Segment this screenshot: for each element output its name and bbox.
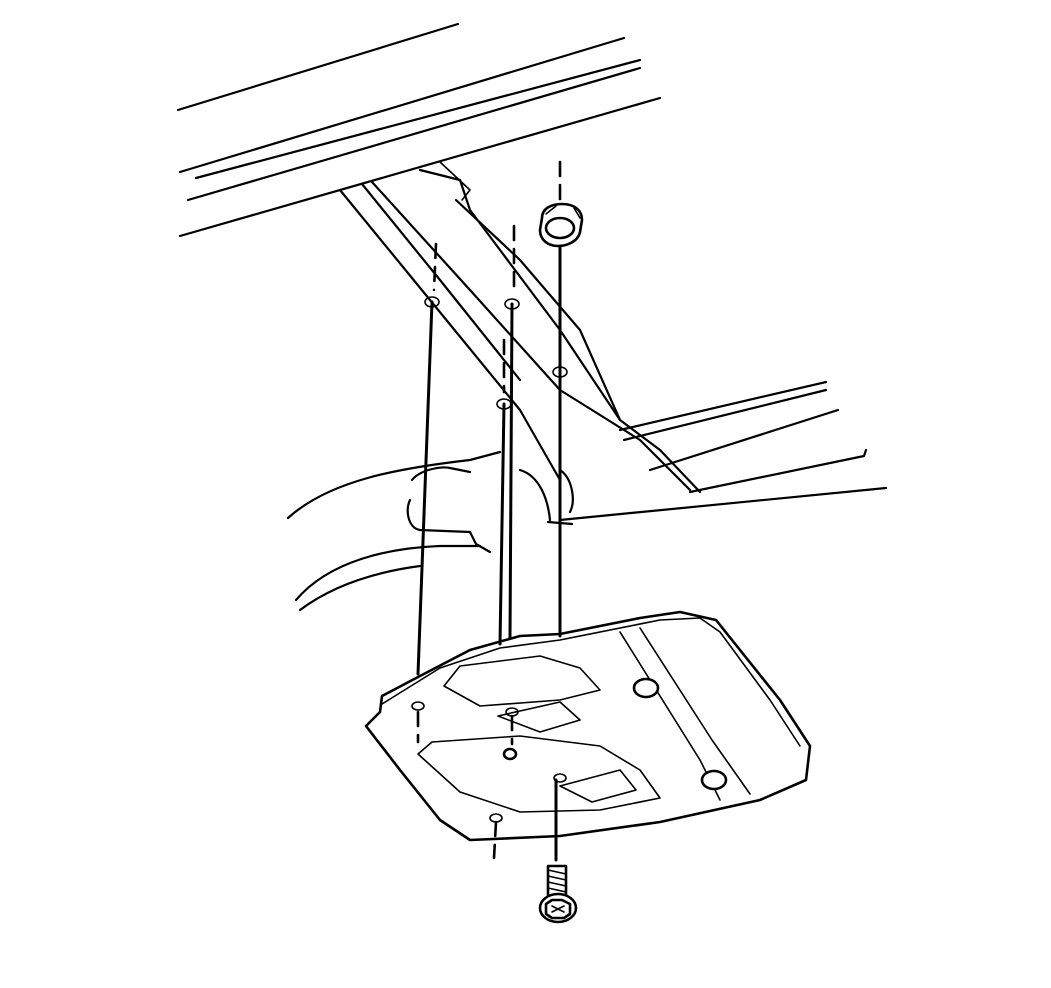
underbody-contours — [286, 450, 574, 612]
frame-crossmember — [338, 161, 702, 494]
installation-axis-lines — [416, 160, 562, 862]
skid-plate-hole — [632, 677, 660, 699]
skid-plate-hole — [700, 769, 728, 791]
nut — [538, 202, 584, 248]
frame-rail-lower — [558, 380, 888, 522]
skid-plate-hole — [502, 747, 518, 761]
bolt — [538, 864, 578, 924]
skid-plate — [364, 610, 812, 842]
frame-mounting-holes — [424, 296, 568, 410]
frame-rail-upper — [176, 22, 662, 238]
